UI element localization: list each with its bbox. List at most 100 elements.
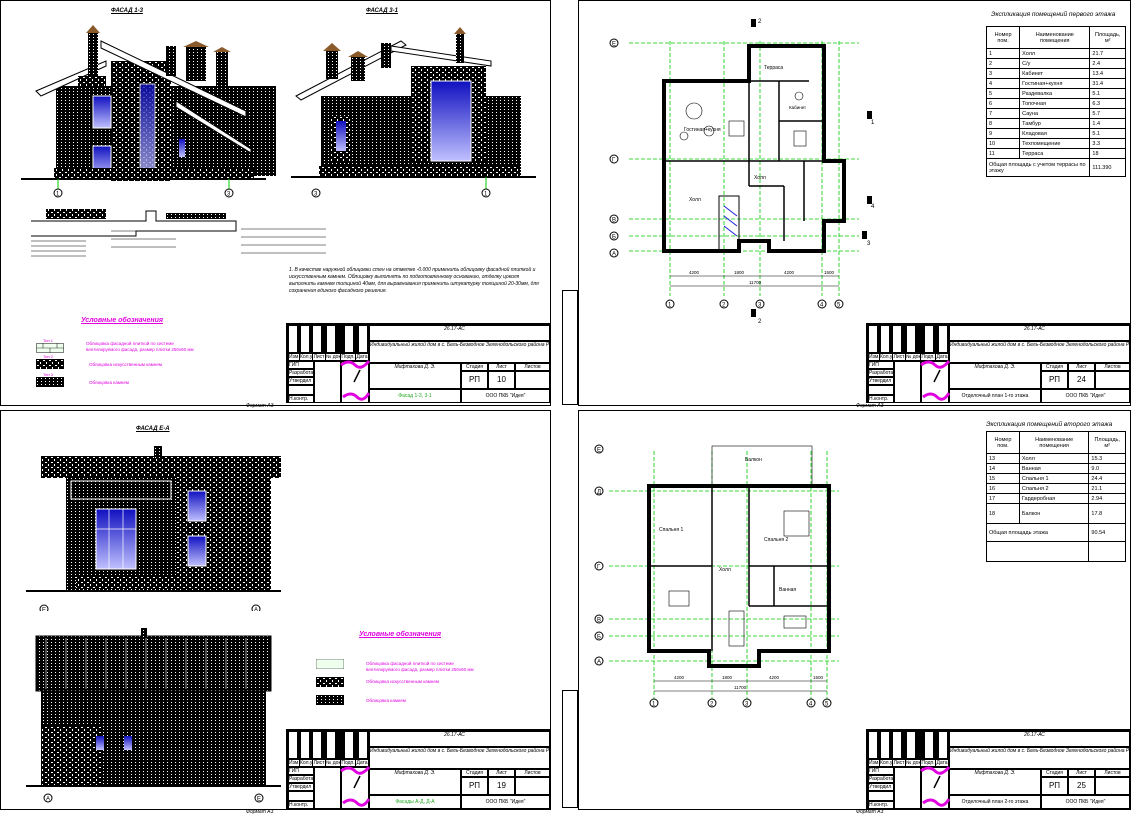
- room-label: Ванная: [779, 587, 796, 593]
- rev2-field: Лист: [313, 760, 325, 766]
- svg-text:3: 3: [758, 303, 762, 309]
- rev0-field: Изм.: [869, 354, 879, 360]
- facade-1-3-drawing: 1 3: [21, 25, 276, 198]
- svg-text:2: 2: [710, 702, 714, 708]
- general-note: 1. В качестве наружной облицовки стен на…: [289, 267, 539, 294]
- title-block-tr: Изм. Кол.уч Лист № док. Подп. Дата ГИП Р…: [866, 323, 1130, 403]
- legend-text: Облицовка камнем: [366, 698, 407, 703]
- rev1-field: Кол.уч: [300, 354, 312, 360]
- h-sheet-field: Лист: [489, 364, 514, 370]
- rev5-field: Дата: [356, 760, 368, 766]
- role2-field: Н.контр.: [289, 396, 313, 402]
- svg-text:3: 3: [867, 241, 871, 247]
- org-field: ООО ПКБ "Идея": [1042, 796, 1129, 808]
- h-stage-field: Стадия: [1042, 770, 1067, 776]
- desc-field: Отделочный план 1-го этажа: [950, 390, 1040, 402]
- h-stage-field: Стадия: [1042, 364, 1067, 370]
- room-label: Холл: [719, 567, 731, 573]
- rev2-field: Лист: [313, 354, 325, 360]
- window-tall: [139, 83, 156, 180]
- room-label: Балкон: [745, 457, 762, 463]
- legend-title: Условные обозначения: [359, 631, 442, 638]
- sheet-plan-floor-2: Экспликация помещений второго этажа Номе…: [578, 410, 1131, 810]
- rev5-field: Дата: [356, 354, 368, 360]
- svg-text:Б: Б: [597, 635, 601, 641]
- svg-text:Б: Б: [612, 235, 616, 241]
- svg-text:2: 2: [758, 319, 762, 325]
- facade-e-a-title: ФАСАД Е-А: [136, 426, 170, 432]
- rev1-field: Кол.уч: [300, 760, 312, 766]
- svg-text:Г: Г: [612, 158, 616, 164]
- role1-field: Разработал: [869, 776, 893, 782]
- role2-field: Н.контр.: [869, 396, 893, 402]
- artificial-stone-swatch: [316, 677, 344, 687]
- artificial-stone-swatch: [36, 359, 64, 369]
- stage-field: РП: [462, 778, 487, 794]
- svg-text:А: А: [612, 252, 616, 258]
- desc-field: Фасады А-Д, Д-А: [370, 796, 460, 808]
- floor1-explication-title: Экспликация помещений первого этажа: [991, 11, 1116, 18]
- svg-text:1: 1: [652, 702, 656, 708]
- org-field: ООО ПКБ "Идея": [1042, 390, 1129, 402]
- rev4-field: Подп.: [921, 354, 935, 360]
- stone-swatch: [36, 377, 64, 387]
- svg-text:1800: 1800: [722, 675, 733, 680]
- svg-text:2: 2: [722, 303, 726, 309]
- role2-field: Н.контр.: [289, 802, 313, 808]
- title-field: Индивидуальный жилой дом в с. Бель-Безво…: [950, 342, 1129, 362]
- h-stage-field: Стадия: [462, 364, 487, 370]
- stone-swatch: [316, 695, 344, 705]
- stage-field: РП: [1042, 372, 1067, 388]
- chimney-cap: [86, 25, 100, 33]
- svg-text:Е: Е: [597, 448, 601, 454]
- author-field: Мифтахова Д. Э.: [370, 364, 460, 388]
- svg-text:3: 3: [745, 702, 749, 708]
- svg-text:11700: 11700: [734, 685, 747, 690]
- room-label: Кабинет: [789, 105, 806, 110]
- axis-label: 3: [314, 192, 318, 198]
- code-field: 26.17-АС: [950, 326, 1129, 340]
- room-label: Спальня 1: [659, 527, 683, 533]
- role0-field: ГИП: [869, 362, 893, 368]
- role0-field: ГИП: [289, 362, 313, 368]
- sheet-no-field: 10: [489, 372, 514, 388]
- role1-field: Разработал: [869, 370, 893, 376]
- title-field: Индивидуальный жилой дом в с. Бель-Безво…: [370, 342, 549, 362]
- role0-field: ГИП: [869, 768, 893, 774]
- signature: [920, 360, 951, 401]
- h-sheet-field: Лист: [1069, 770, 1094, 776]
- h-sheet-field: Лист: [1069, 364, 1094, 370]
- format-field: Формат А3: [856, 403, 884, 409]
- role1-field: Разработал: [289, 370, 313, 376]
- facade-1-3-title: ФАСАД 1-3: [111, 8, 143, 14]
- svg-text:А: А: [597, 660, 601, 666]
- role3-field: Утвердил: [869, 784, 893, 790]
- svg-text:5: 5: [825, 702, 829, 708]
- role3-field: Утвердил: [289, 784, 313, 790]
- svg-text:1500: 1500: [813, 675, 824, 680]
- rev0-field: Изм.: [289, 760, 299, 766]
- sheet-facades-e-a: ФАСАД Е-А Е А А Е Условные обозначения О…: [0, 410, 551, 810]
- legend-text: Облицовка фасадной плиткой по системе ве…: [86, 341, 194, 352]
- org-field: ООО ПКБ "Идея": [462, 390, 549, 402]
- legend-text: Облицовка камнем: [89, 380, 130, 385]
- rev4-field: Подп.: [341, 354, 355, 360]
- stage-field: РП: [1042, 778, 1067, 794]
- h-sheet-field: Лист: [489, 770, 514, 776]
- svg-text:1500: 1500: [824, 270, 835, 275]
- author-field: Мифтахова Д. Э.: [950, 770, 1040, 794]
- svg-text:Е: Е: [42, 608, 46, 612]
- door: [179, 139, 185, 157]
- role3-field: Утвердил: [289, 378, 313, 384]
- side-stamp: [562, 690, 578, 808]
- room-label: Гостиная+кухня: [684, 127, 721, 133]
